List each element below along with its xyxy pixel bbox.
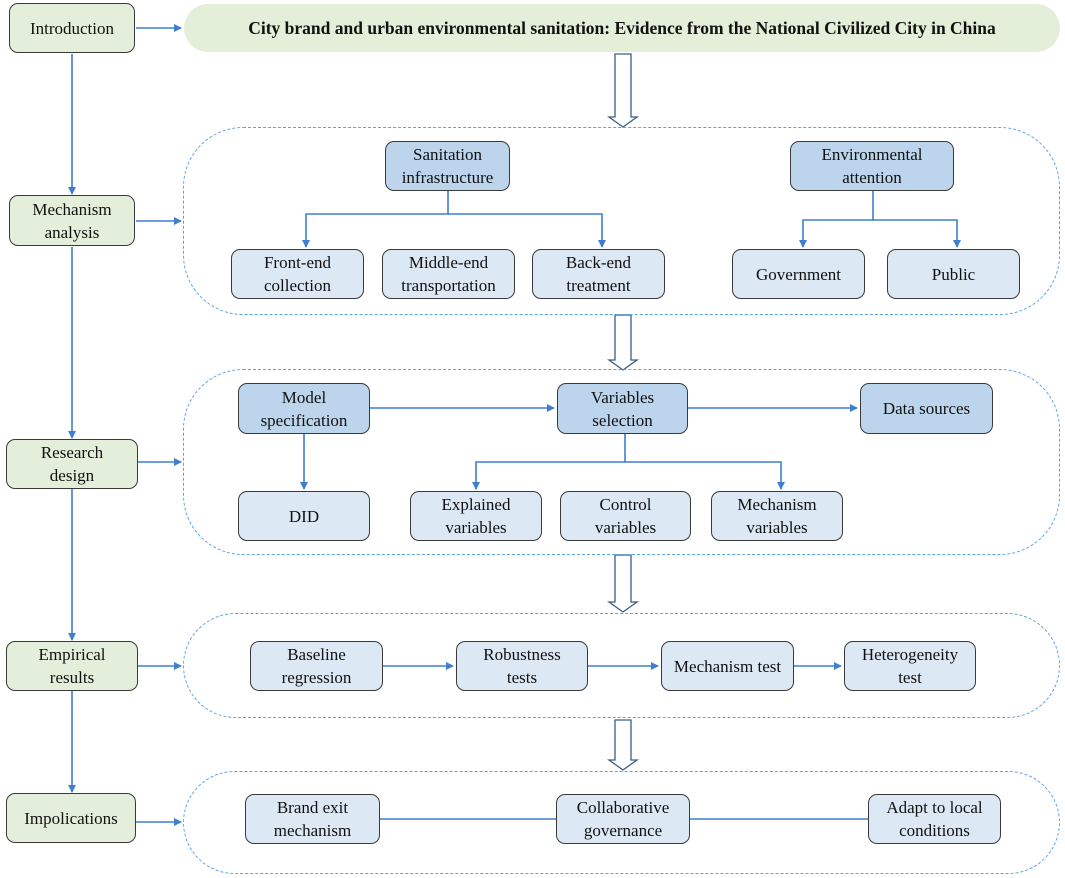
public-box: Public xyxy=(887,249,1020,299)
title-banner: City brand and urban environmental sanit… xyxy=(184,4,1060,52)
sanitation-branch-left xyxy=(302,191,449,248)
implications-panel xyxy=(183,771,1060,874)
mechanism-panel xyxy=(183,127,1060,315)
hollow-down-arrow-1 xyxy=(606,53,640,128)
middle-end-transportation-box: Middle-end transportation xyxy=(382,249,515,299)
variables-selection-box: Variables selection xyxy=(557,383,688,434)
stage-implications: Impolications xyxy=(6,793,136,843)
robustness-tests-box: Robustness tests xyxy=(456,641,588,691)
data-sources-box: Data sources xyxy=(860,383,993,434)
hollow-down-arrow-2 xyxy=(606,314,640,371)
sanitation-branch-right xyxy=(448,213,606,248)
empirical-results-panel xyxy=(183,613,1060,718)
hollow-down-arrow-4 xyxy=(606,719,640,771)
stage-research-design: Research design xyxy=(6,439,138,489)
sanitation-infrastructure-box: Sanitation infrastructure xyxy=(385,141,510,191)
stage-introduction: Introduction xyxy=(9,3,135,53)
heterogeneity-test-box: Heterogeneity test xyxy=(844,641,976,691)
front-end-collection-box: Front-end collection xyxy=(231,249,364,299)
stage-empirical-results: Empirical results xyxy=(6,641,138,691)
attention-branch-left xyxy=(799,191,874,248)
government-box: Government xyxy=(732,249,865,299)
back-end-treatment-box: Back-end treatment xyxy=(532,249,665,299)
variables-branch-right xyxy=(625,461,785,490)
hollow-down-arrow-3 xyxy=(606,554,640,613)
variables-branch-left xyxy=(472,434,626,490)
environmental-attention-box: Environmental attention xyxy=(790,141,954,191)
mechanism-test-box: Mechanism test xyxy=(661,641,794,691)
research-design-panel xyxy=(183,369,1060,555)
attention-branch-right xyxy=(873,219,961,248)
collaborative-governance-box: Collaborative governance xyxy=(556,794,690,844)
brand-exit-mechanism-box: Brand exit mechanism xyxy=(245,794,380,844)
did-box: DID xyxy=(238,491,370,541)
explained-variables-box: Explained variables xyxy=(410,491,542,541)
baseline-regression-box: Baseline regression xyxy=(250,641,383,691)
mechanism-variables-box: Mechanism variables xyxy=(711,491,843,541)
adapt-local-conditions-box: Adapt to local conditions xyxy=(868,794,1001,844)
model-specification-box: Model specification xyxy=(238,383,370,434)
control-variables-box: Control variables xyxy=(560,491,691,541)
stage-mechanism-analysis: Mechanism analysis xyxy=(9,195,135,246)
